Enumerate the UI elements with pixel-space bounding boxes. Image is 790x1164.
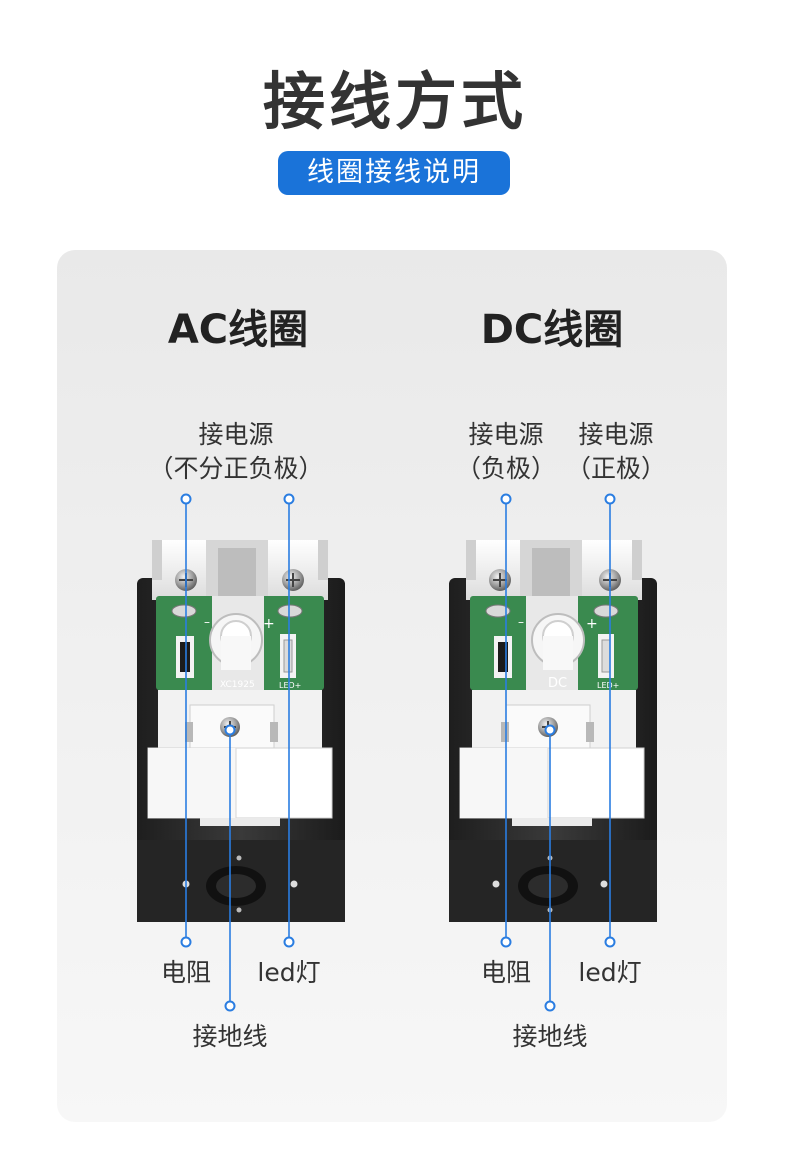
ac-resistor-label: 电阻 — [160, 958, 211, 987]
dc-power-positive-label: 接电源 — [578, 420, 654, 449]
dc-power-negative-label: 接电源 — [468, 420, 544, 449]
svg-text:+: + — [263, 616, 275, 632]
ac-led-print: LED+ — [279, 681, 301, 690]
subtitle-badge: 线圈接线说明 — [278, 151, 510, 195]
svg-text:–: – — [518, 615, 524, 629]
ac-power-label: 接电源 — [198, 420, 274, 449]
dc-power-positive-note: （正极） — [565, 454, 666, 483]
dc-led-label: led灯 — [578, 958, 642, 987]
ac-ground-label: 接地线 — [192, 1022, 268, 1051]
dc-led-print: LED+ — [597, 681, 619, 690]
leader-dots — [180, 493, 616, 1012]
page-title: 接线方式 — [262, 65, 527, 138]
dc-ground-label: 接地线 — [512, 1022, 588, 1051]
dc-coil-device: – + LED+ DC — [449, 540, 657, 922]
ac-coil-title: AC线圈 — [167, 307, 309, 353]
svg-text:–: – — [204, 615, 210, 629]
svg-text:+: + — [586, 616, 598, 632]
dc-resistor-label: 电阻 — [480, 958, 531, 987]
ac-board-print: XC1925 — [220, 680, 255, 690]
ac-coil-device: – + LED+ XC1925 — [137, 540, 345, 922]
leader-lines — [185, 499, 611, 1006]
dc-board-print: DC — [548, 676, 567, 691]
ac-led-label: led灯 — [257, 958, 321, 987]
dc-coil-title: DC线圈 — [480, 307, 624, 353]
ac-power-note: （不分正负极） — [148, 454, 324, 483]
dc-power-negative-note: （负极） — [455, 454, 556, 483]
